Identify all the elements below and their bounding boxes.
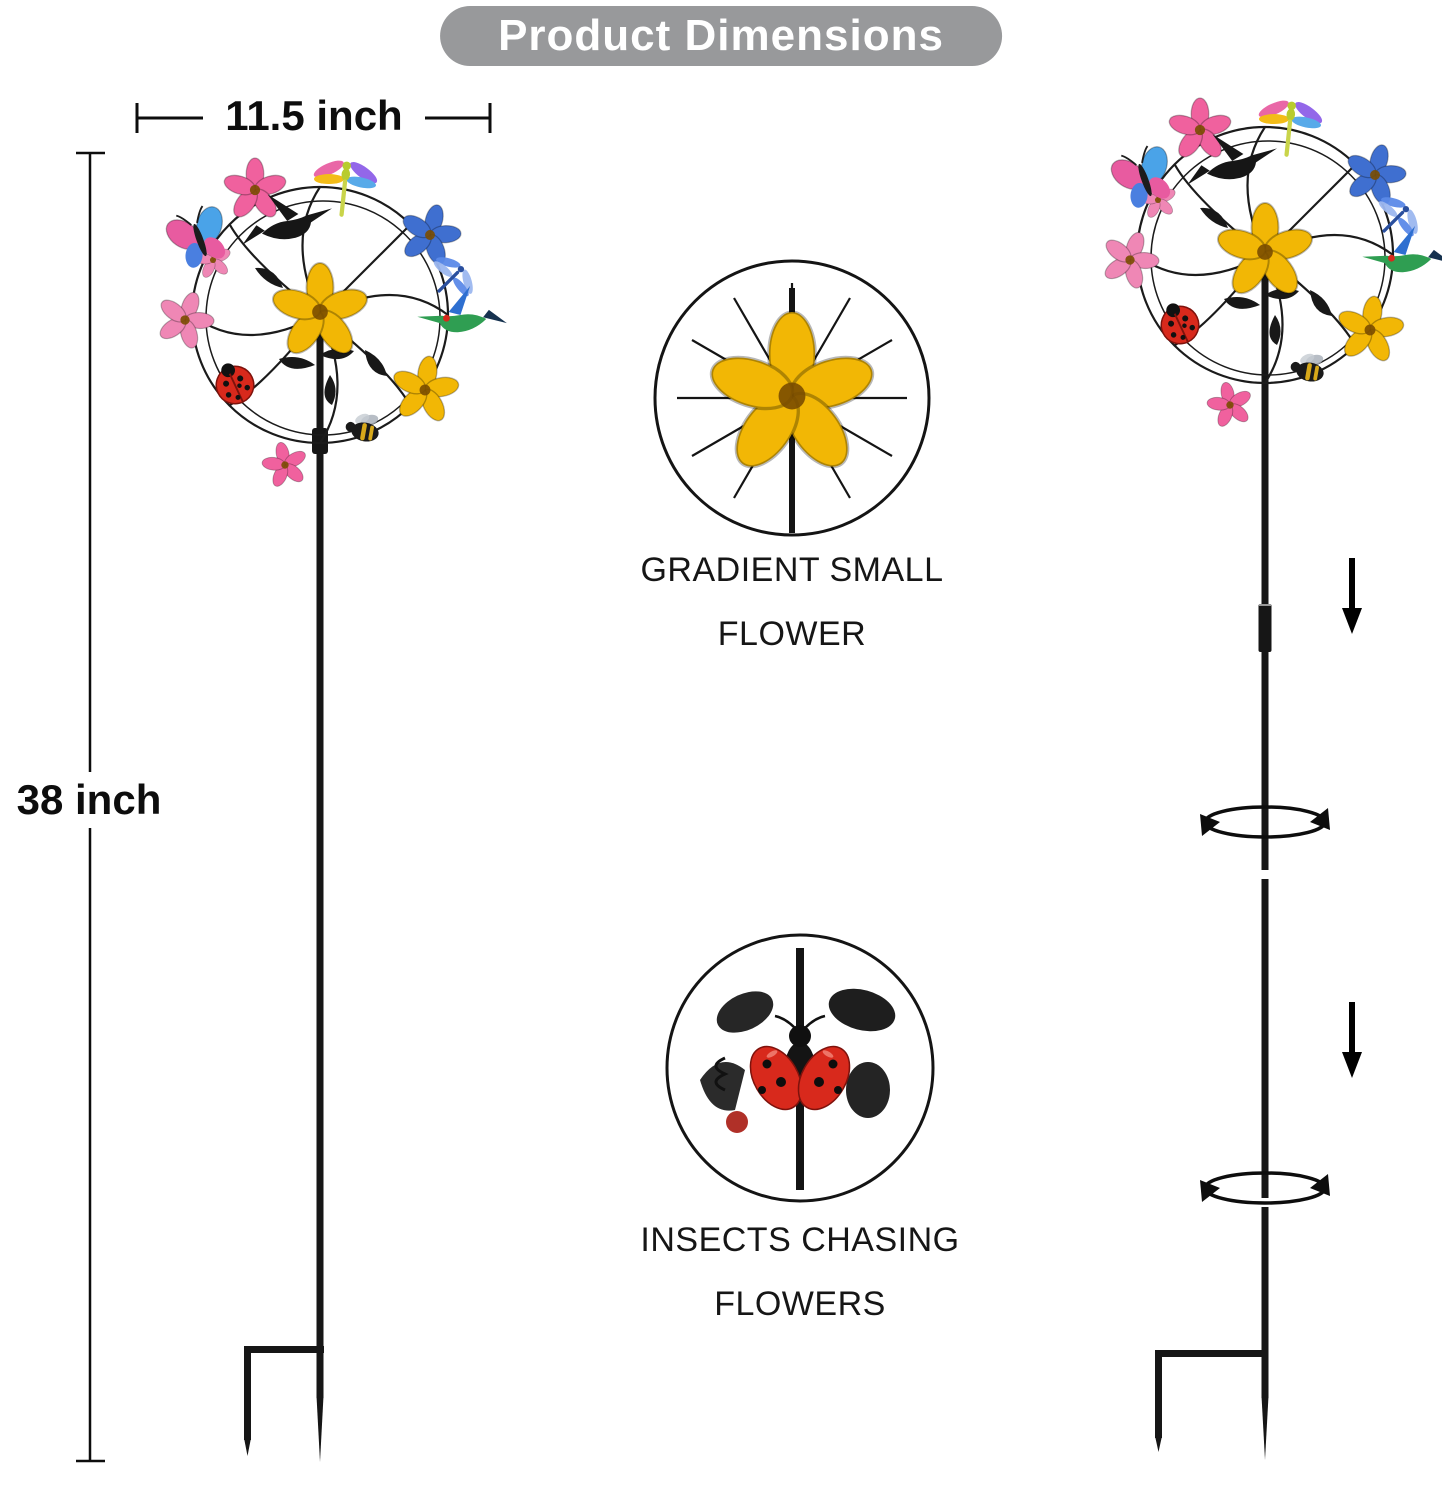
width-dimension-line	[135, 103, 492, 133]
flower-callout-caption: GRADIENT SMALL FLOWER	[596, 538, 988, 666]
rotate-icon	[1200, 1171, 1330, 1205]
rotate-icon	[1200, 805, 1330, 839]
insects-caption-line2: FLOWERS	[714, 1285, 886, 1323]
assembly-arrows	[1200, 558, 1362, 1205]
flower-callout-circle	[653, 259, 931, 537]
width-dimension-label: 11.5 inch	[225, 92, 403, 139]
left-stake	[244, 330, 328, 1462]
flower-caption-line1: GRADIENT SMALL	[640, 551, 944, 589]
insects-caption-line1: INSECTS CHASING	[640, 1221, 960, 1259]
banner-title: Product Dimensions	[440, 6, 1002, 66]
wind-spinner-right	[1092, 94, 1442, 431]
arrow-down-icon	[1342, 558, 1362, 634]
insects-callout-circle	[665, 933, 935, 1203]
ladybug-icon	[749, 1014, 851, 1111]
right-stake	[1155, 255, 1273, 1460]
flower-caption-line2: FLOWER	[717, 615, 867, 653]
insects-callout-caption: INSECTS CHASING FLOWERS	[600, 1208, 1000, 1336]
arrow-down-icon	[1342, 1002, 1362, 1078]
height-dimension-label: 38 inch	[0, 772, 178, 828]
